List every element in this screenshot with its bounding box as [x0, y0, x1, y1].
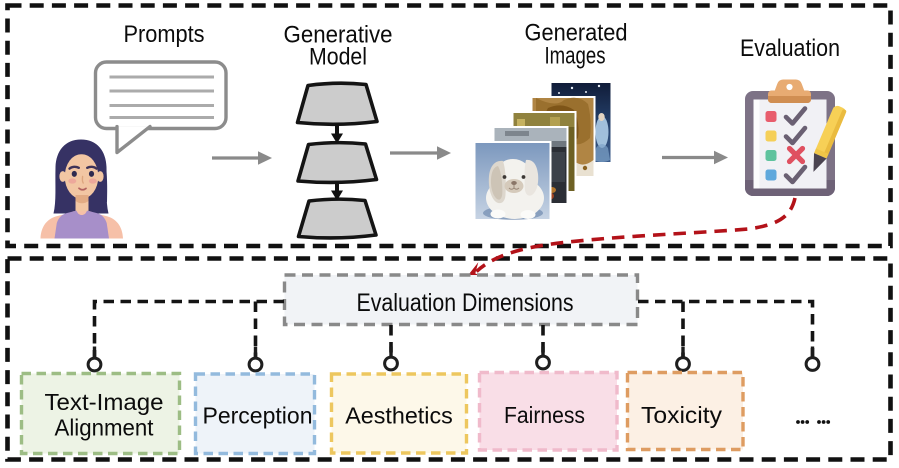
svg-text:Toxicity: Toxicity — [641, 402, 723, 428]
svg-text:Fairness: Fairness — [504, 402, 585, 428]
svg-text:Evaluation Dimensions: Evaluation Dimensions — [357, 289, 574, 317]
svg-text:Text-Image: Text-Image — [45, 389, 164, 415]
svg-text:Evaluation: Evaluation — [740, 35, 840, 62]
svg-text:Prompts: Prompts — [124, 21, 205, 48]
svg-text:Model: Model — [309, 44, 367, 71]
svg-text:Generated: Generated — [525, 20, 628, 47]
svg-text:Alignment: Alignment — [55, 415, 155, 441]
svg-text:Generative: Generative — [284, 22, 393, 49]
svg-text:Images: Images — [545, 43, 606, 70]
svg-text:Aesthetics: Aesthetics — [345, 403, 453, 429]
svg-text:Perception: Perception — [203, 403, 313, 429]
